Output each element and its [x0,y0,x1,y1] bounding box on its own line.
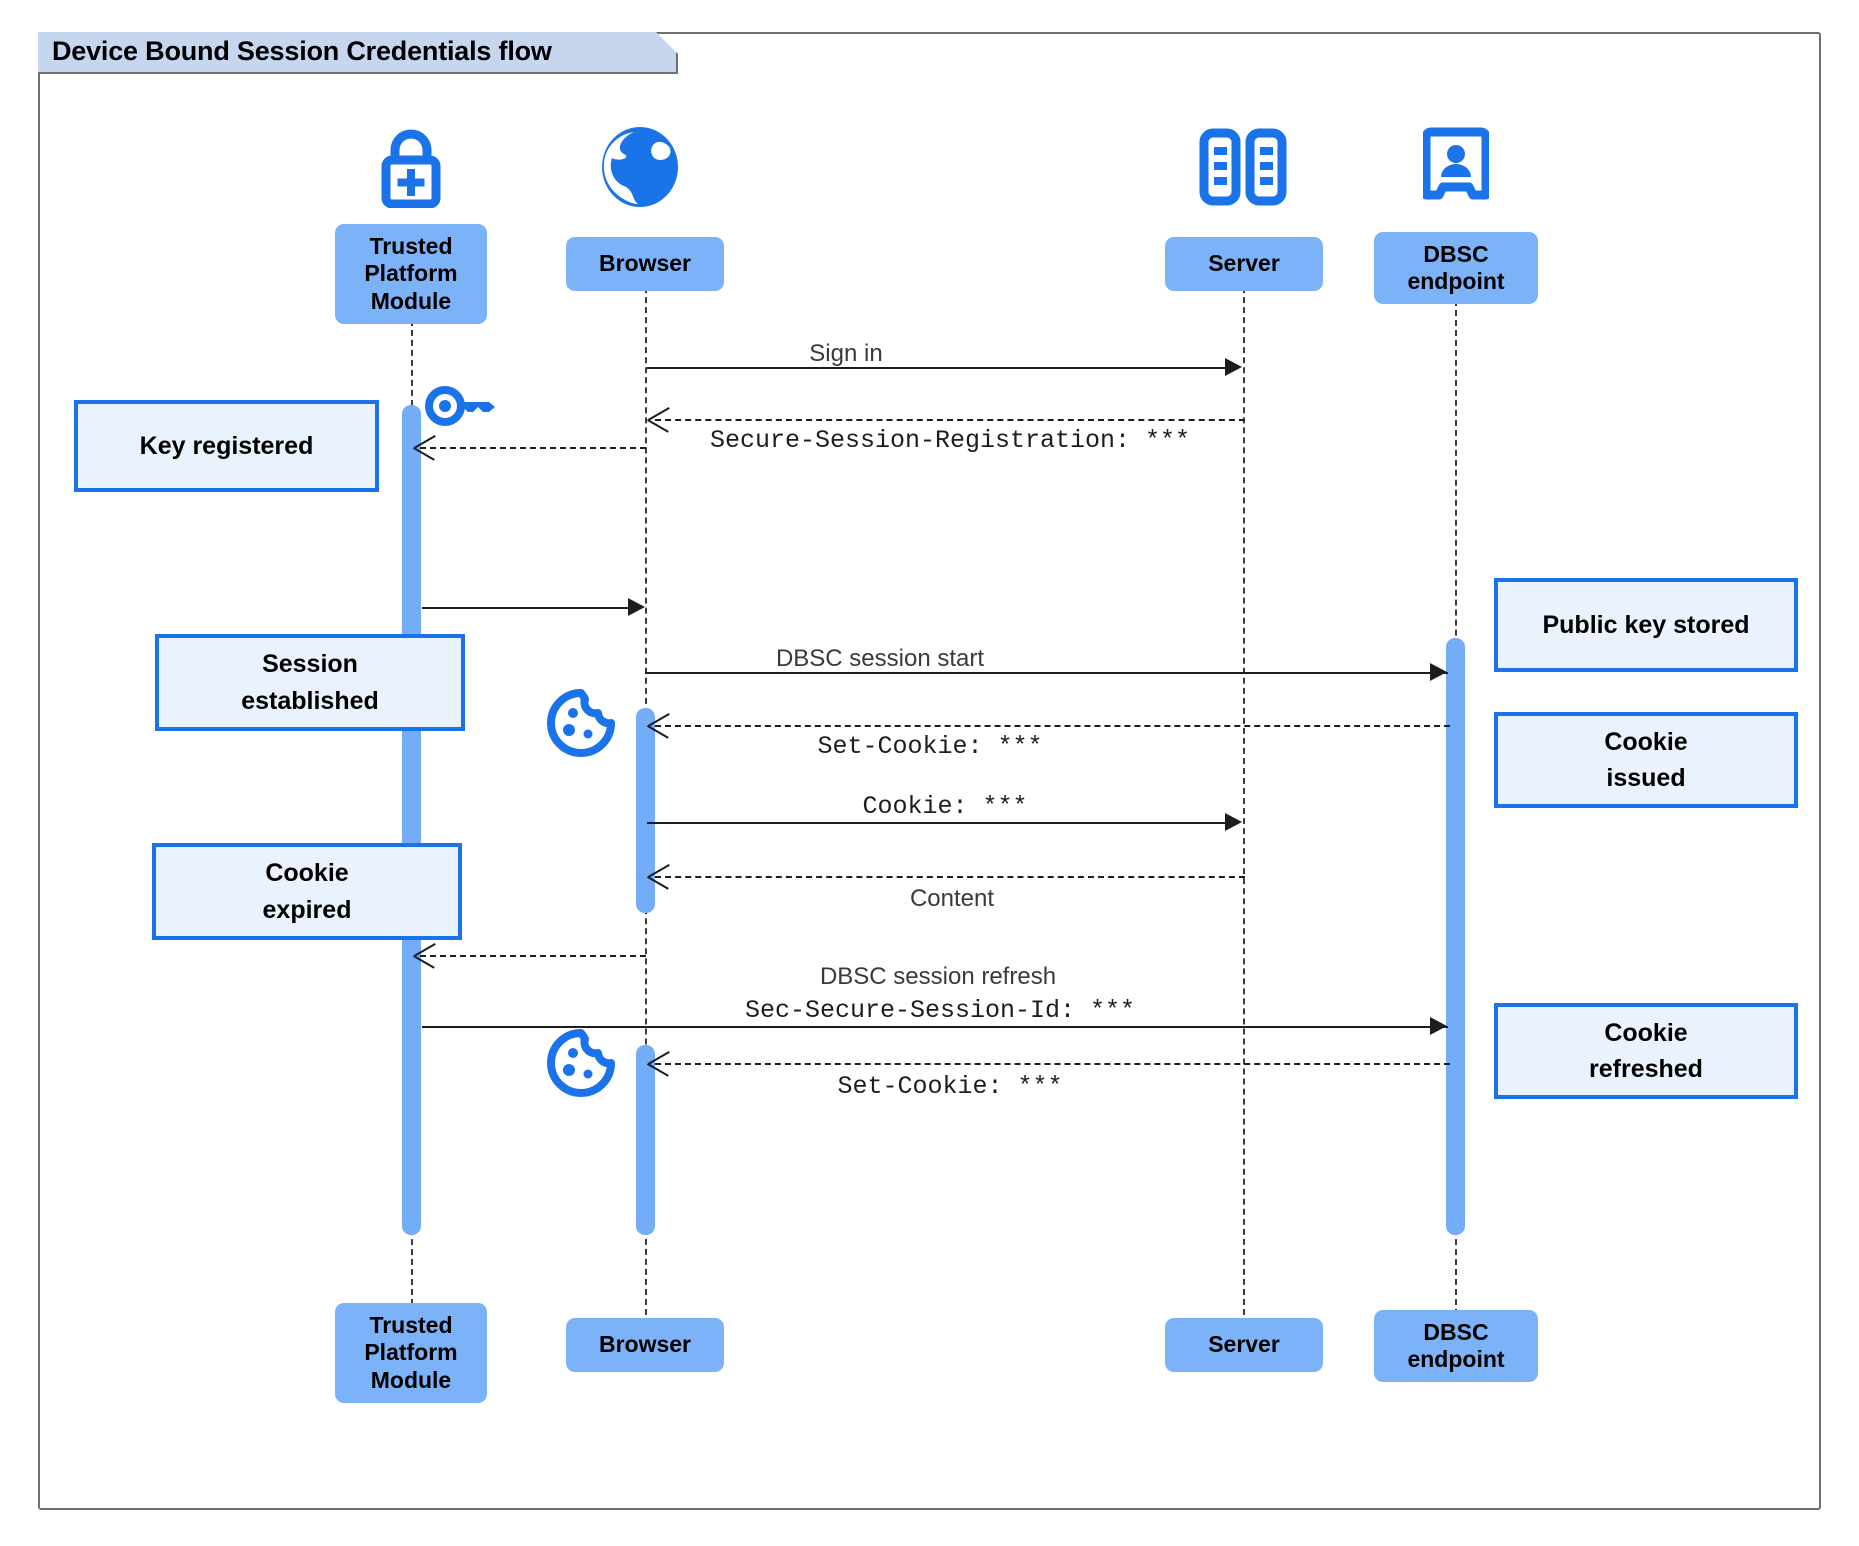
note-key-registered: Key registered [74,400,379,492]
message-arrow-set-cookie-1 [648,715,668,735]
participant-server-top[interactable]: Server [1165,237,1323,291]
diagram-title-tab [38,32,678,74]
participant-tpm-top[interactable]: Trusted Platform Module [335,224,487,324]
participant-label: Trusted Platform Module [364,1312,458,1393]
globe-icon [598,126,682,213]
message-label-secure-session-registration: Secure-Session-Registration: *** [709,426,1191,455]
message-arrow-browser-to-tpm-register [414,437,434,457]
activation-browser-1 [636,708,655,913]
message-arrow-browser-to-tpm-refresh [414,945,434,965]
note-cookie-refreshed: Cookie refreshed [1494,1003,1798,1099]
participant-browser-bottom[interactable]: Browser [566,1318,724,1372]
lock-plus-icon [365,124,457,213]
participant-server-bottom[interactable]: Server [1165,1318,1323,1372]
participant-tpm-bottom[interactable]: Trusted Platform Module [335,1303,487,1403]
message-line-cookie [647,822,1225,824]
message-label-content: Content [909,885,995,912]
message-line-browser-to-tpm-refresh [420,955,646,957]
participant-dbsc-bottom[interactable]: DBSC endpoint [1374,1310,1538,1382]
cookie-icon-1 [545,688,617,763]
participant-label: DBSC endpoint [1407,240,1505,294]
participant-label: Browser [598,250,692,277]
participant-browser-top[interactable]: Browser [566,237,724,291]
participant-label: Server [1208,250,1280,277]
lifeline-server [1243,247,1245,1325]
message-line-set-cookie-2 [655,1063,1450,1065]
note-cookie-issued: Cookie issued [1494,712,1798,808]
message-line-content [655,876,1245,878]
page-title: Device Bound Session Credentials flow [52,36,552,66]
note-public-key-stored: Public key stored [1494,578,1798,672]
message-line-browser-to-tpm-register [420,447,646,449]
message-arrow-content [648,866,668,886]
message-label-dbsc-session-start: DBSC session start [775,645,985,672]
message-line-dbsc-session-refresh [422,1026,1448,1028]
server-rack-icon [1198,128,1288,211]
message-arrow-tpm-to-browser-key [628,598,645,616]
message-line-sign-in [647,367,1225,369]
message-line-tpm-to-browser-key [422,607,634,609]
cookie-icon-2 [545,1028,617,1103]
message-arrow-set-cookie-2 [648,1053,668,1073]
message-label-dbsc-session-refresh: DBSC session refresh [819,963,1057,990]
message-line-set-cookie-1 [655,725,1450,727]
note-text: Cookie refreshed [1589,1018,1703,1083]
message-label-sec-secure-session-id: Sec-Secure-Session-Id: *** [744,996,1136,1025]
participant-dbsc-top[interactable]: DBSC endpoint [1374,232,1538,304]
message-line-dbsc-session-start [645,672,1448,674]
participant-label: Trusted Platform Module [364,233,458,314]
message-arrow-sign-in [1225,358,1242,376]
note-text: Public key stored [1542,610,1750,639]
message-arrow-dbsc-session-refresh [1430,1017,1447,1035]
activation-browser-2 [636,1045,655,1235]
message-label-cookie: Cookie: *** [862,792,1028,821]
message-label-sign-in: Sign in [809,340,883,367]
activation-dbsc [1446,638,1465,1235]
message-arrow-dbsc-session-start [1430,663,1447,681]
participant-label: DBSC endpoint [1407,1318,1505,1372]
note-cookie-expired: Cookie expired [152,843,462,940]
message-arrow-cookie [1225,813,1242,831]
key-icon [425,382,497,435]
participant-label: Server [1208,1331,1280,1358]
note-text: Cookie issued [1604,727,1688,792]
note-text: Cookie expired [262,859,352,924]
id-badge-icon [1421,126,1491,211]
participant-label: Browser [598,1331,692,1358]
message-label-set-cookie-2: Set-Cookie: *** [837,1072,1063,1101]
message-label-set-cookie-1: Set-Cookie: *** [817,732,1043,761]
note-text: Session established [241,650,379,715]
note-text: Key registered [139,431,314,460]
note-session-established: Session established [155,634,465,731]
message-line-secure-session-registration [655,419,1245,421]
activation-tpm [402,405,421,1235]
